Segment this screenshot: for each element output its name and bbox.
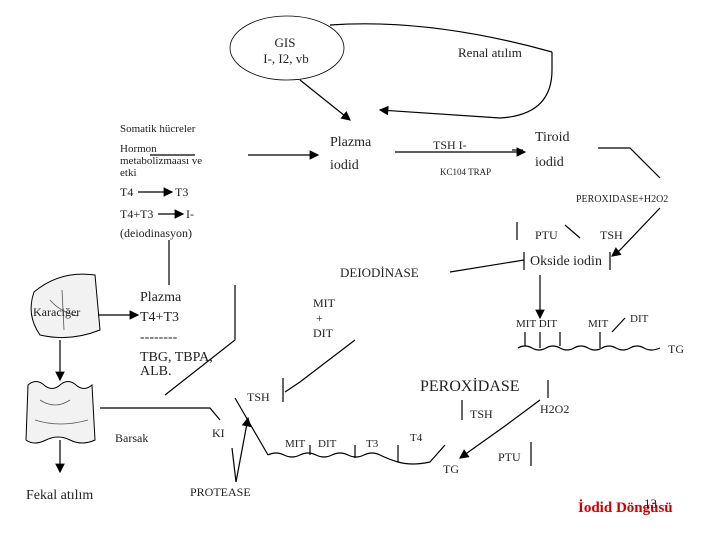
liver-detail (49, 289, 79, 331)
ki-label: KI (212, 426, 225, 440)
mit-dit-line2: + (316, 311, 323, 325)
tsh-mid-label: TSH (470, 407, 493, 421)
plasma-bound-line1: Plazma (140, 290, 182, 305)
mit-bottom-label: MIT (285, 438, 305, 450)
somatic-t3: T3 (175, 185, 188, 199)
peroxidase-h2o2-label: PEROXIDASE+H2O2 (576, 194, 668, 205)
bowel-right-line (100, 407, 221, 421)
h2o2-label: H2O2 (540, 402, 569, 416)
plasma-bound-line3: -------- (140, 330, 178, 345)
thyroid-to-peroxidase-line (598, 147, 661, 179)
diagram-title: İodid Döngüsü (578, 499, 673, 516)
protease-up-arrow (235, 416, 252, 483)
ptu-slash (564, 224, 581, 239)
bowel-icon (25, 381, 96, 444)
plasma-bound-right-edge (164, 285, 236, 396)
somatic-line3: metabolizmaası ve (120, 155, 202, 167)
ptu-bottom-label: PTU (498, 450, 521, 464)
bottom-chain-ticks (234, 397, 399, 462)
plasma-bound-line5: ALB. (140, 364, 172, 379)
protease-label: PROTEASE (190, 485, 251, 499)
deiodinase-label: DEIODİNASE (340, 265, 419, 280)
bowel-label: Barsak (115, 431, 148, 445)
mit-dit-return-line (284, 339, 356, 393)
renal-label: Renal atılım (458, 45, 522, 60)
somatic-t4t3: T4+T3 (120, 207, 153, 221)
somatic-iodide: I- (186, 207, 194, 221)
t3-bottom-label: T3 (366, 438, 379, 450)
plasma-bound-line4: TBG, TBPA, (140, 350, 213, 365)
gis-node-shape (229, 15, 345, 81)
gis-sublabel: I-, I2, vb (263, 51, 309, 66)
liver-label: Karaciğer (33, 305, 80, 319)
renal-return-line (378, 52, 553, 119)
ptu-top-label: PTU (535, 228, 558, 242)
thyroglobulin-chain-bottom (267, 444, 446, 465)
mit-dit-right-label: MIT DIT (516, 318, 557, 330)
deiodinase-line (449, 259, 525, 273)
tg-right-label: TG (668, 342, 684, 356)
peroxidase-label: PEROXİDASE (420, 377, 520, 395)
somatic-line1: Somatik hücreler (120, 123, 196, 135)
dit-right-label: DIT (630, 313, 649, 325)
gis-label: GIS (275, 35, 296, 50)
liver-icon (30, 273, 101, 339)
kclo4-label: KC104 TRAP (440, 167, 491, 177)
gis-to-plasma-arrow (299, 79, 351, 121)
thyroglobulin-chain-right (517, 345, 661, 351)
plasma-iodide-line2: iodid (330, 158, 359, 173)
mit-dit-line1: MIT (313, 296, 336, 310)
somatic-line2: Hormon (120, 143, 157, 155)
tsh-i-label: TSH I- (433, 138, 467, 152)
fecal-label: Fekal atılım (26, 488, 93, 503)
somatic-deiodination: (deiodinasyon) (120, 226, 192, 240)
somatic-line4: etki (120, 167, 137, 179)
mit-right-label: MIT (588, 318, 608, 330)
peroxidase-to-tg-arrow (459, 399, 541, 459)
somatic-t4: T4 (120, 185, 133, 199)
thyroid-line2: iodid (535, 155, 564, 170)
tg-bottom-label: TG (443, 462, 459, 476)
peroxidase-to-oxide-arrow (611, 207, 661, 257)
t4-bottom-label: T4 (410, 432, 423, 444)
plasma-bound-line2: T4+T3 (140, 310, 179, 325)
page-number: 13 (644, 496, 657, 511)
dit-bottom-label: DIT (318, 438, 337, 450)
ki-to-protease-line (231, 447, 237, 483)
plasma-iodide-line1: Plazma (330, 135, 372, 150)
tsh-left-label: TSH (247, 390, 270, 404)
thyroid-line1: Tiroid (535, 130, 570, 145)
bowel-detail (34, 399, 89, 425)
mit-dit-line3: DIT (313, 326, 334, 340)
chain-tick-5 (611, 317, 626, 333)
oxide-iodine-label: Okside iodin (530, 254, 602, 269)
tsh-top-label: TSH (600, 228, 623, 242)
renal-arc (329, 23, 553, 53)
